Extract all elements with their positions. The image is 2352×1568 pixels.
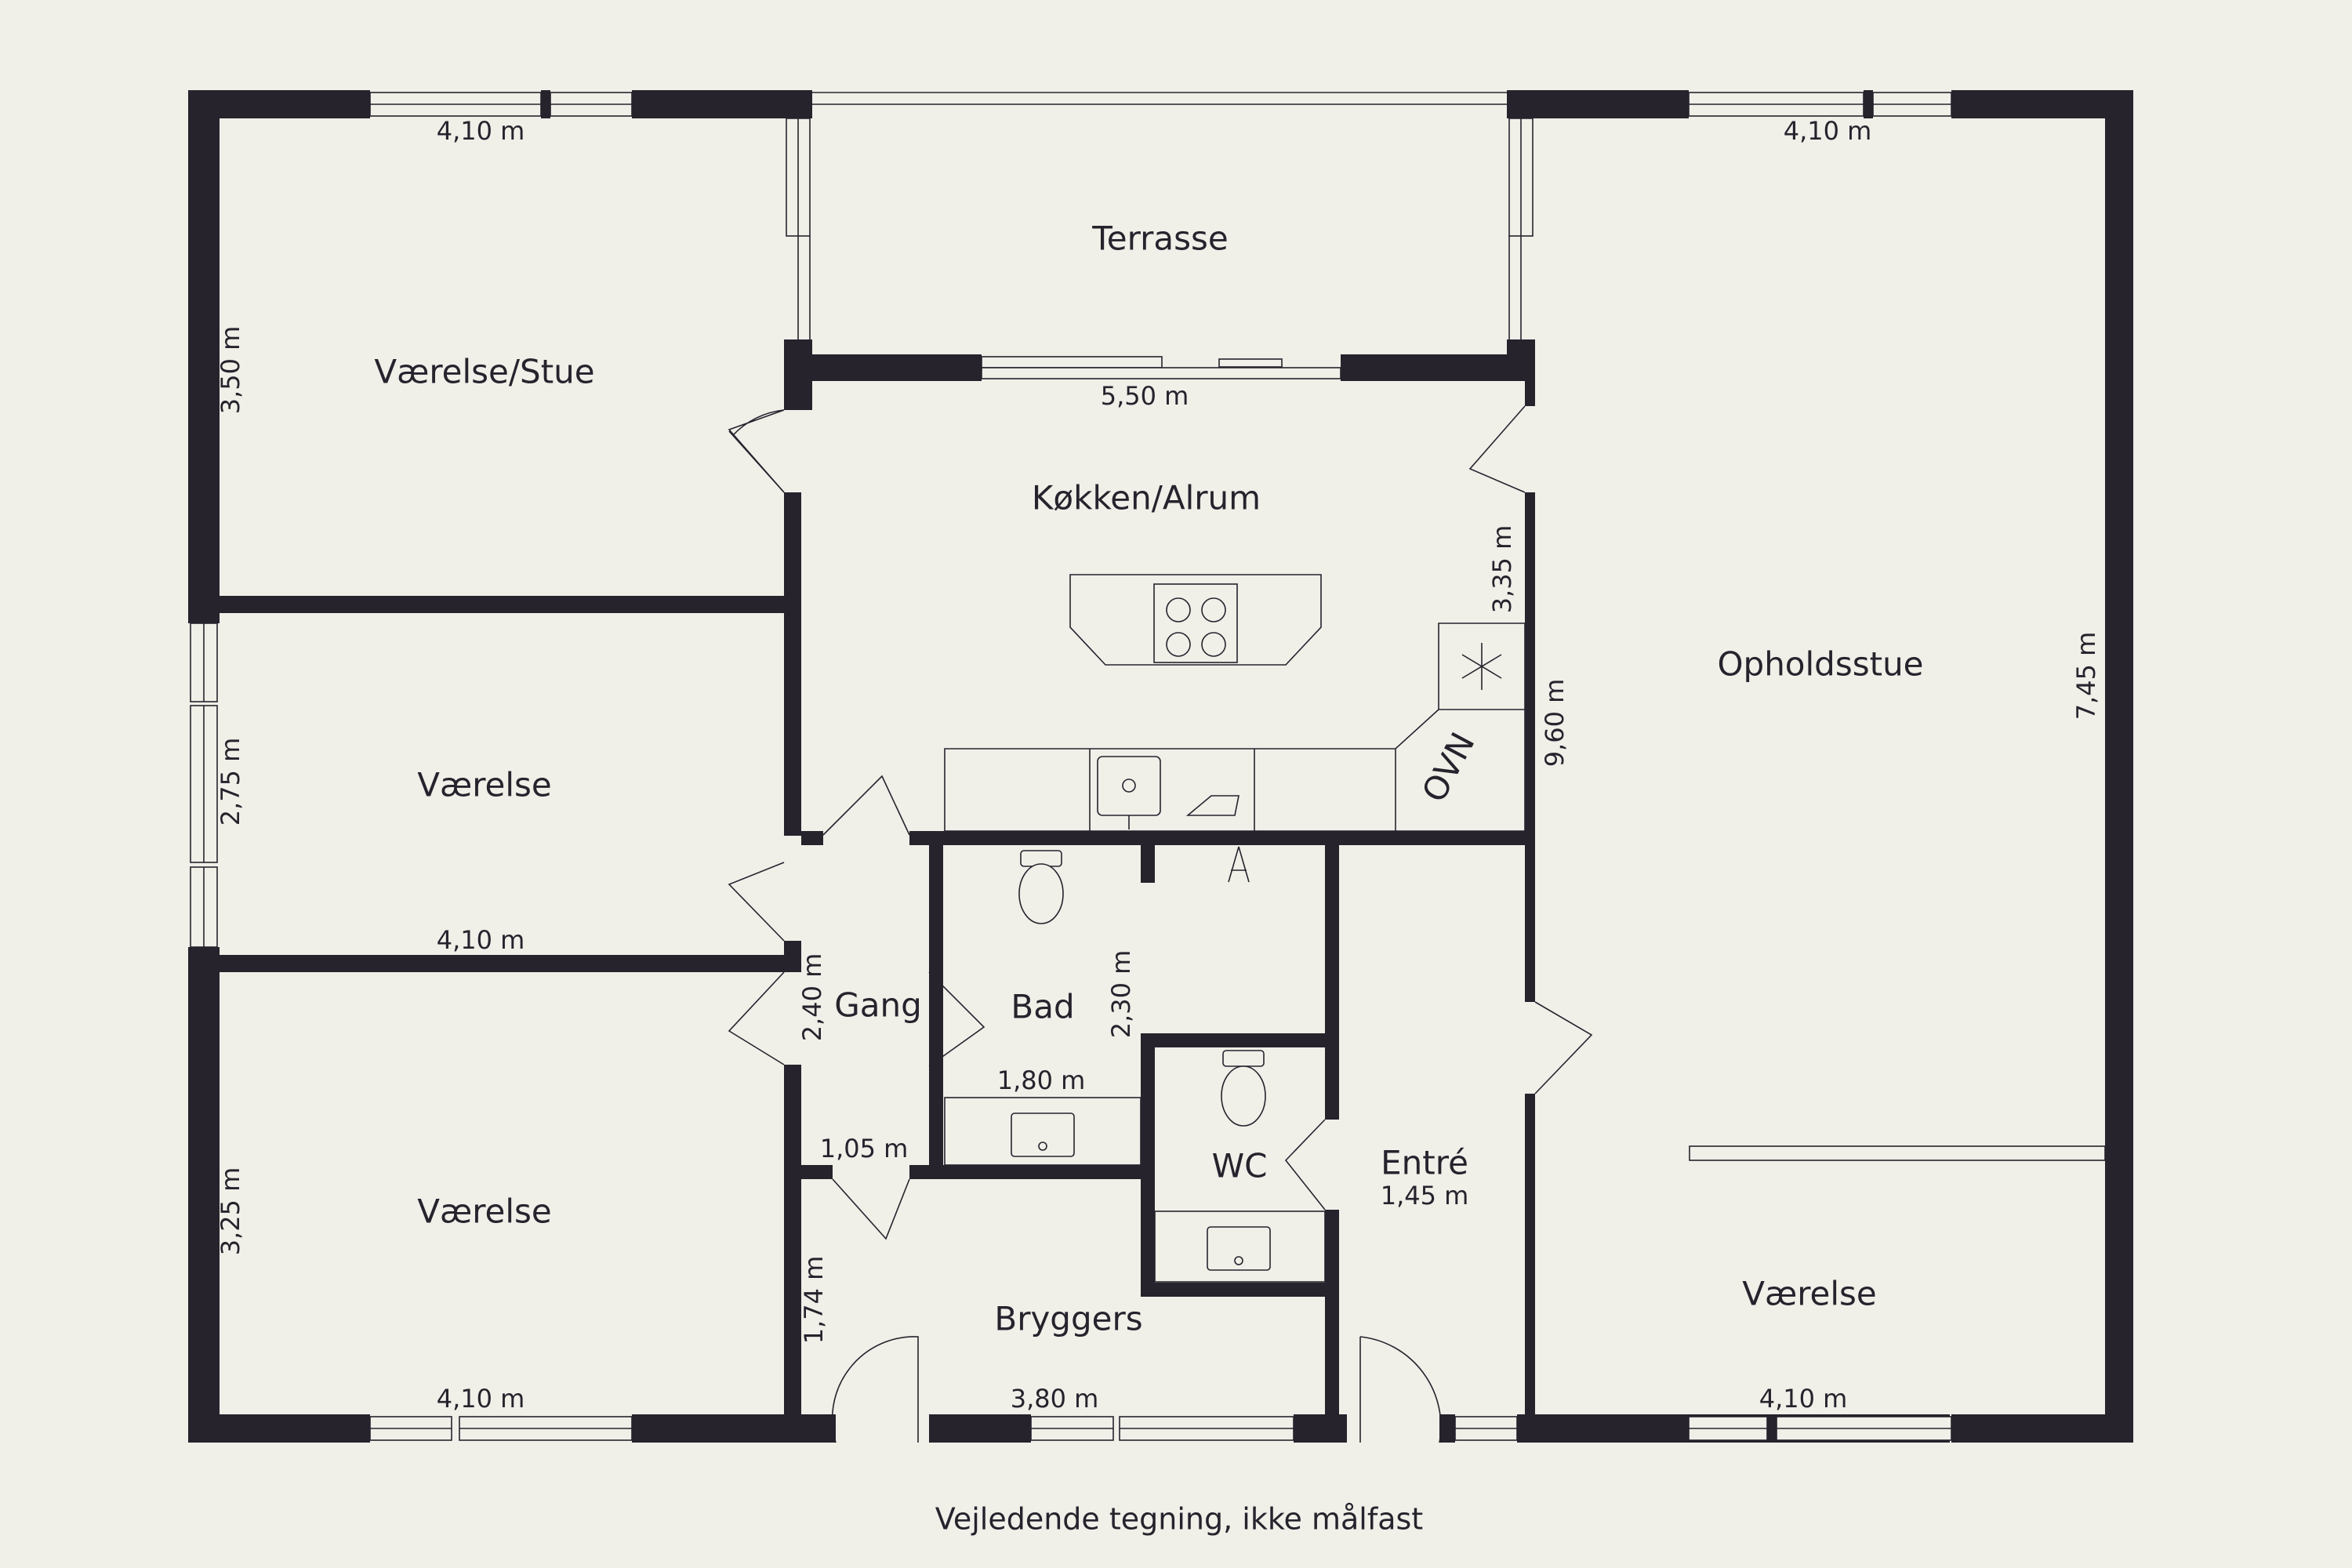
- room-label-bad: Bad: [1011, 988, 1074, 1026]
- fixtures: [944, 574, 2106, 1283]
- room-label-koekken-alrum: Køkken/Alrum: [1032, 479, 1261, 517]
- dim-left-top-height: 3,50 m: [216, 326, 245, 415]
- room-label-vaerelse-bottom-left: Værelse: [417, 1192, 552, 1231]
- dim-bryggers-height: 1,74 m: [799, 1256, 829, 1345]
- room-label-wc: WC: [1212, 1147, 1268, 1185]
- dim-top-left-width: 4,10 m: [437, 116, 525, 146]
- room-label-vaerelse-bottom-right: Værelse: [1742, 1275, 1877, 1313]
- dim-left-bottom-width: 4,10 m: [437, 1384, 525, 1414]
- dim-entre-width: 1,45 m: [1381, 1181, 1469, 1210]
- room-label-vaerelse-mid-left: Værelse: [417, 766, 552, 804]
- dim-left-mid-width: 4,10 m: [437, 925, 525, 955]
- room-label-gang: Gang: [834, 986, 922, 1025]
- dim-gang-height: 2,40 m: [797, 953, 827, 1042]
- dim-gang-width: 1,05 m: [820, 1134, 909, 1163]
- dim-terrace-width: 5,50 m: [1101, 381, 1189, 411]
- dim-left-bottom-height: 3,25 m: [216, 1167, 245, 1256]
- doors: [728, 405, 1593, 1443]
- dim-kitchen-height: 3,35 m: [1487, 525, 1517, 614]
- windows: [190, 92, 1952, 1441]
- room-label-vaerelse-stue: Værelse/Stue: [374, 353, 594, 391]
- room-label-entre: Entré: [1381, 1144, 1468, 1182]
- disclaimer-note: Vejledende tegning, ikke målfast: [935, 1502, 1423, 1537]
- walls: [188, 90, 2133, 1443]
- room-label-terrasse: Terrasse: [1091, 220, 1229, 258]
- freezer-icon: [1461, 643, 1502, 690]
- dim-bryggers-width: 3,80 m: [1011, 1384, 1099, 1414]
- dim-bad-height: 2,30 m: [1106, 950, 1136, 1039]
- room-label-opholdsstue: Opholdsstue: [1717, 645, 1923, 684]
- dim-living-width: 9,60 m: [1540, 679, 1570, 768]
- room-label-bryggers: Bryggers: [994, 1300, 1142, 1338]
- dim-top-right-width: 4,10 m: [1784, 116, 1872, 146]
- dim-bottom-right-width: 4,10 m: [1759, 1384, 1848, 1414]
- dim-living-height: 7,45 m: [2071, 632, 2101, 720]
- dim-left-mid-height: 2,75 m: [216, 738, 245, 826]
- dim-bad-width: 1,80 m: [997, 1065, 1086, 1095]
